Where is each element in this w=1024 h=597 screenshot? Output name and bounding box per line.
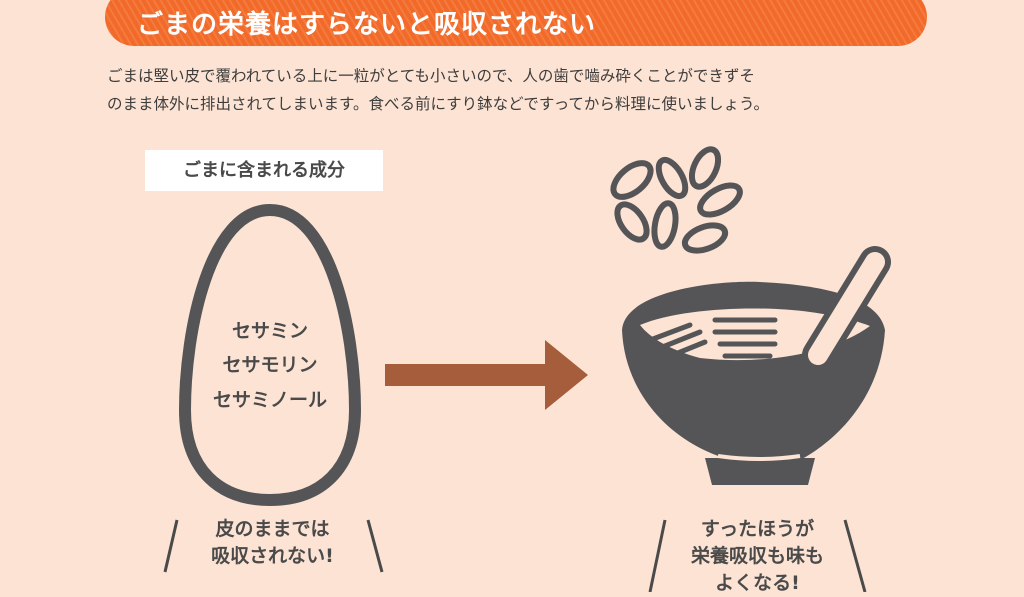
caption-line: よくなる! xyxy=(715,572,800,594)
sesame-seed-egg-icon xyxy=(178,203,362,507)
mortar-and-pestle-icon xyxy=(622,246,891,485)
arrow-icon xyxy=(385,340,588,410)
component-item: セサミン xyxy=(231,320,308,342)
caption-brackets xyxy=(163,519,867,592)
caption-line: 皮のままでは xyxy=(215,518,330,540)
component-item: セサモリン xyxy=(222,354,318,376)
caption-line: 栄養吸収も味も xyxy=(690,545,824,567)
components-label: ごまに含まれる成分 xyxy=(145,150,383,191)
intro-paragraph: ごまは堅い皮で覆われている上に一粒がとても小さいので、人の歯で嚙み砕くことができ… xyxy=(107,62,937,118)
intro-line: ごまは堅い皮で覆われている上に一粒がとても小さいので、人の歯で嚙み砕くことができ… xyxy=(107,67,755,85)
caption-line: 吸収されない! xyxy=(211,545,334,567)
intro-line: のまま体外に排出されてしまいます。食べる前にすり鉢などですってから料理に使いまし… xyxy=(107,95,770,113)
title-banner: ごまの栄養はすらないと吸収されない xyxy=(105,0,927,46)
caption-left: 皮のままでは吸収されない! xyxy=(180,516,365,570)
sesame-seeds-icon xyxy=(610,146,743,254)
component-item: セサミノール xyxy=(212,389,327,411)
caption-line: すったほうが xyxy=(700,518,815,540)
caption-right: すったほうが栄養吸収も味もよくなる! xyxy=(665,516,850,597)
banner-title: ごまの栄養はすらないと吸収されない xyxy=(137,10,597,40)
